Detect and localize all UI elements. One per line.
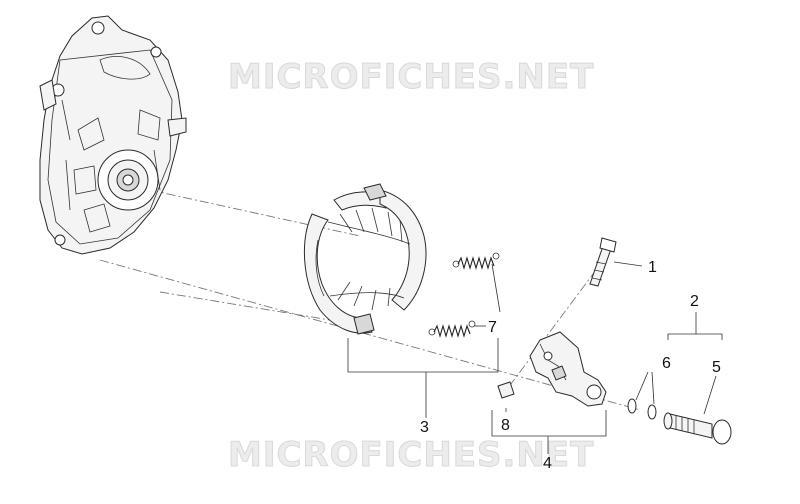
callout-2: 2 — [690, 293, 699, 310]
return-spring-lower — [428, 320, 476, 338]
callout-6: 6 — [662, 355, 671, 372]
brake-lever-bracket — [529, 331, 607, 407]
o-rings — [627, 398, 657, 420]
brake-shoe-assembly — [304, 183, 427, 335]
callout-4: 4 — [543, 455, 552, 472]
callout-7: 7 — [488, 319, 497, 336]
return-spring-upper — [452, 252, 500, 270]
cam-block — [497, 381, 515, 399]
callout-1: 1 — [648, 259, 657, 276]
bolt — [589, 237, 617, 287]
callout-labels: 1 2 3 4 5 6 7 8 — [420, 259, 721, 472]
callout-5: 5 — [712, 359, 721, 376]
callout-8: 8 — [501, 417, 510, 434]
leader-lines — [347, 261, 723, 454]
brake-housing-cover — [39, 15, 187, 255]
watermark-top: MICROFICHES.NET — [228, 57, 594, 97]
callout-3: 3 — [420, 419, 429, 436]
assembly-axis-lines — [99, 189, 641, 411]
watermark-bottom: MICROFICHES.NET — [228, 435, 594, 475]
brake-camshaft — [663, 412, 732, 445]
